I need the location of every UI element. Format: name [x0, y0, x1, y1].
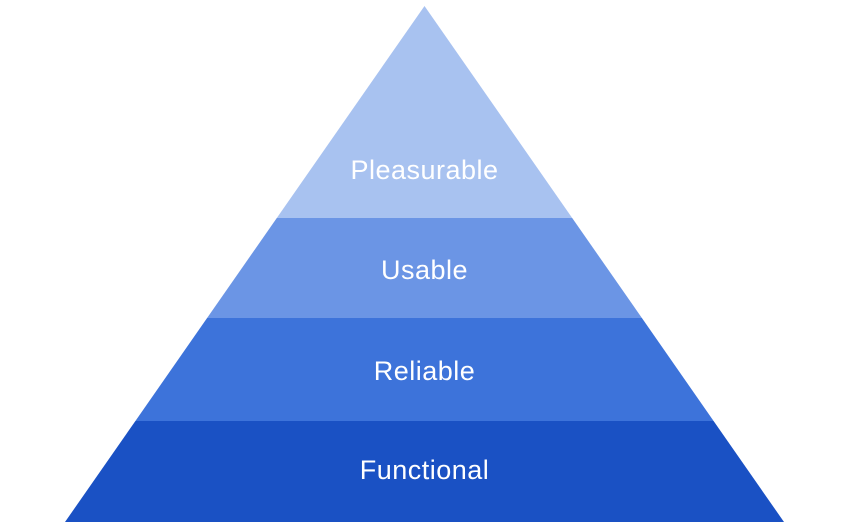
pyramid-segment-usable: [207, 218, 642, 318]
pyramid-segment-reliable: [135, 318, 714, 421]
pyramid-segment-functional: [65, 421, 784, 522]
pyramid-label-usable: Usable: [381, 255, 468, 285]
pyramid-segment-pleasurable: [276, 6, 573, 218]
pyramid-label-pleasurable: Pleasurable: [350, 155, 498, 185]
pyramid-level-4: Functional: [65, 421, 784, 522]
pyramid-level-3: Reliable: [135, 318, 714, 421]
pyramid-label-functional: Functional: [360, 455, 490, 485]
pyramid-level-2: Usable: [207, 218, 642, 318]
pyramid-label-reliable: Reliable: [374, 356, 476, 386]
pyramid-level-1: Pleasurable: [276, 6, 573, 218]
